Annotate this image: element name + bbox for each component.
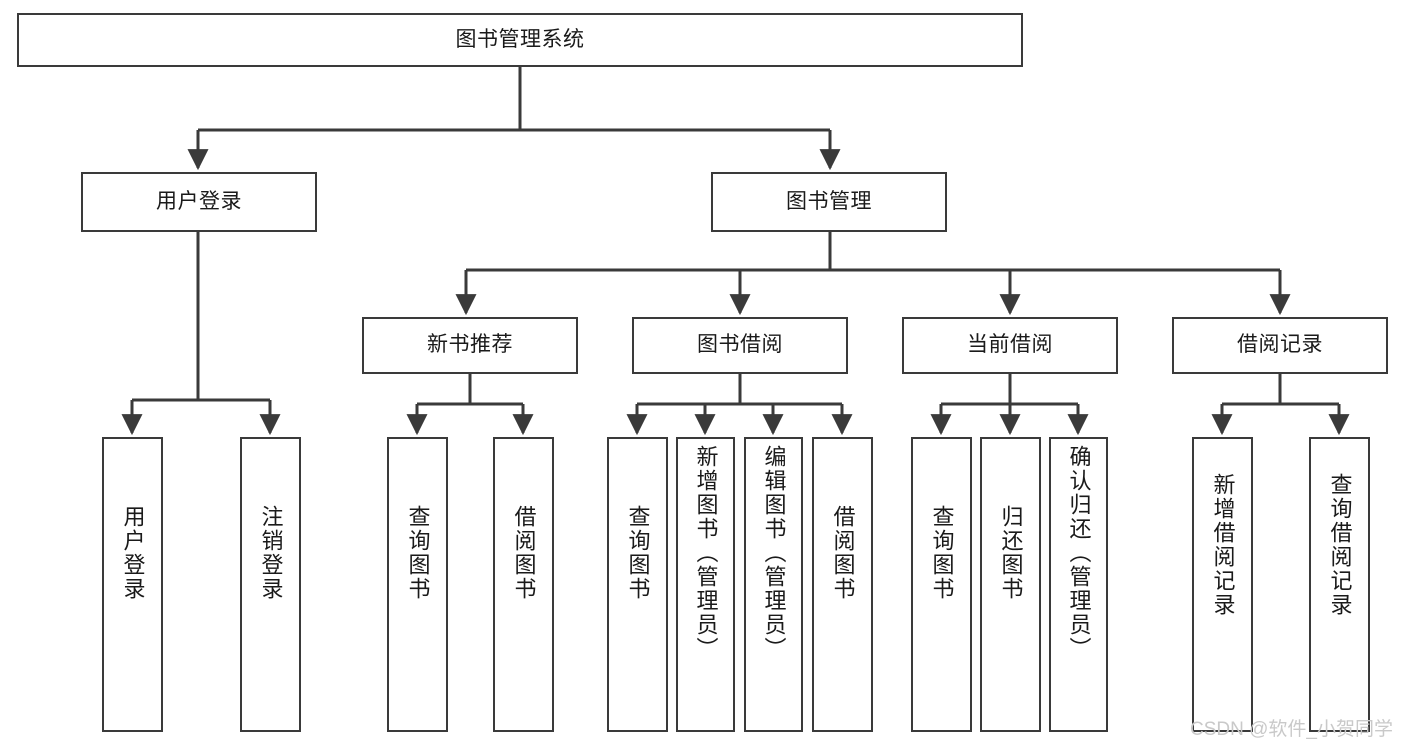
node-leaf-query-book-1[interactable]: 查询图书 [387,437,448,732]
node-leaf-edit-book-label: 编辑图书（管理员） [761,445,787,661]
node-new-book-recommend-label: 新书推荐 [427,333,513,357]
node-leaf-return-book[interactable]: 归还图书 [980,437,1041,732]
node-user-login-label: 用户登录 [156,189,242,213]
node-leaf-query-book-3-label: 查询图书 [929,505,955,601]
node-leaf-add-record-label: 新增借阅记录 [1210,473,1236,617]
node-borrow-record[interactable]: 借阅记录 [1172,317,1388,374]
node-leaf-add-book-label: 新增图书（管理员） [693,445,719,661]
node-leaf-confirm-return-label: 确认归还（管理员） [1066,445,1092,661]
node-book-manage[interactable]: 图书管理 [711,172,947,232]
node-current-borrow[interactable]: 当前借阅 [902,317,1118,374]
node-leaf-query-record-label: 查询借阅记录 [1327,473,1353,617]
node-leaf-user-logout[interactable]: 注销登录 [240,437,301,732]
node-leaf-borrow-book-2[interactable]: 借阅图书 [812,437,873,732]
node-leaf-confirm-return[interactable]: 确认归还（管理员） [1049,437,1108,732]
node-leaf-borrow-book-2-label: 借阅图书 [830,505,856,601]
node-leaf-user-login[interactable]: 用户登录 [102,437,163,732]
node-leaf-query-book-2[interactable]: 查询图书 [607,437,668,732]
node-leaf-add-record[interactable]: 新增借阅记录 [1192,437,1253,732]
node-leaf-query-book-1-label: 查询图书 [405,505,431,601]
node-user-login[interactable]: 用户登录 [81,172,317,232]
node-leaf-return-book-label: 归还图书 [998,505,1024,601]
node-current-borrow-label: 当前借阅 [967,333,1053,357]
node-root-label: 图书管理系统 [455,27,585,51]
node-leaf-edit-book[interactable]: 编辑图书（管理员） [744,437,803,732]
node-leaf-query-record[interactable]: 查询借阅记录 [1309,437,1370,732]
node-borrow-record-label: 借阅记录 [1237,333,1323,357]
node-book-borrow-label: 图书借阅 [697,333,783,357]
node-leaf-add-book[interactable]: 新增图书（管理员） [676,437,735,732]
node-leaf-query-book-2-label: 查询图书 [625,505,651,601]
node-leaf-user-logout-label: 注销登录 [258,505,284,601]
node-root[interactable]: 图书管理系统 [17,13,1023,67]
node-leaf-borrow-book-1[interactable]: 借阅图书 [493,437,554,732]
node-leaf-query-book-3[interactable]: 查询图书 [911,437,972,732]
node-leaf-user-login-label: 用户登录 [120,505,146,601]
node-leaf-borrow-book-1-label: 借阅图书 [511,505,537,601]
node-book-borrow[interactable]: 图书借阅 [632,317,848,374]
node-new-book-recommend[interactable]: 新书推荐 [362,317,578,374]
node-book-manage-label: 图书管理 [786,189,872,213]
